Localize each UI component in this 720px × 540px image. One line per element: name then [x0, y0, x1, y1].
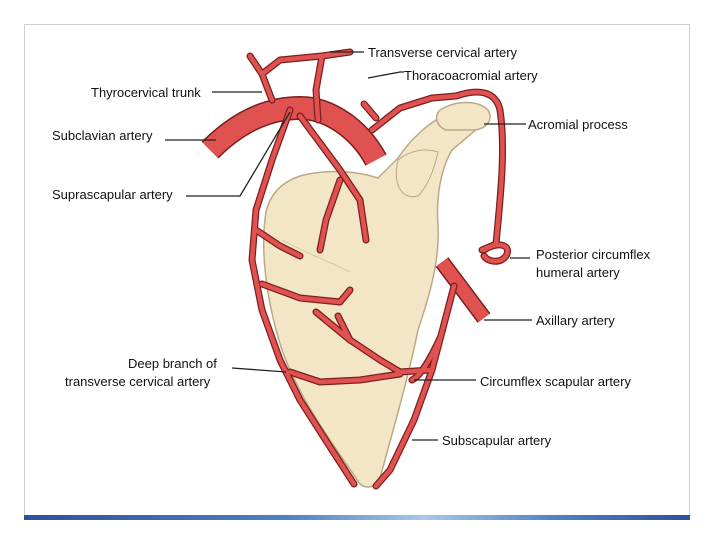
- label-deep-branch-line2: transverse cervical artery: [65, 374, 211, 389]
- leader-lines: [165, 51, 532, 441]
- axillary-artery-vessel: [435, 257, 491, 323]
- label-posterior-circumflex-line1: Posterior circumflex: [536, 247, 651, 262]
- label-thyrocervical-trunk: Thyrocervical trunk: [91, 85, 201, 100]
- slide-bottom-bar: [24, 515, 690, 520]
- label-axillary-artery: Axillary artery: [536, 313, 615, 328]
- label-suprascapular-artery: Suprascapular artery: [52, 187, 173, 202]
- label-thoracoacromial-artery: Thoracoacromial artery: [404, 68, 538, 83]
- label-transverse-cervical-artery: Transverse cervical artery: [368, 45, 518, 60]
- labels: Transverse cervical artery Thoracoacromi…: [52, 45, 651, 448]
- label-subclavian-artery: Subclavian artery: [52, 128, 153, 143]
- subclavian-artery-vessel: [201, 95, 387, 167]
- label-deep-branch-line1: Deep branch of: [128, 356, 217, 371]
- branch-arteries: [246, 48, 511, 490]
- label-circumflex-scapular-artery: Circumflex scapular artery: [480, 374, 631, 389]
- label-posterior-circumflex-line2: humeral artery: [536, 265, 620, 280]
- label-acromial-process: Acromial process: [528, 117, 628, 132]
- scapula-bone: [262, 101, 491, 488]
- label-subscapular-artery: Subscapular artery: [442, 433, 552, 448]
